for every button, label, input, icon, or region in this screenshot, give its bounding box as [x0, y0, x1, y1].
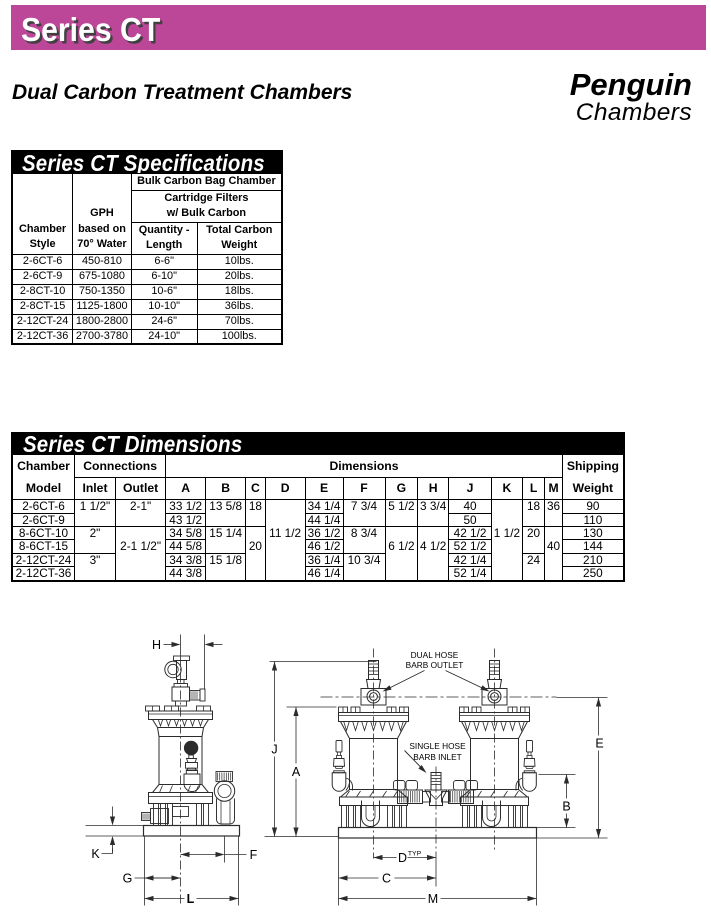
- svg-text:K: K: [91, 847, 100, 861]
- svg-text:C: C: [382, 872, 391, 886]
- svg-text:G: G: [123, 872, 133, 886]
- svg-text:BARB OUTLET: BARB OUTLET: [406, 660, 464, 670]
- svg-text:H: H: [152, 638, 161, 652]
- svg-text:M: M: [428, 892, 438, 906]
- svg-text:J: J: [271, 743, 277, 757]
- svg-text:TYP: TYP: [408, 851, 422, 858]
- svg-text:D: D: [398, 851, 407, 865]
- svg-text:BARB INLET: BARB INLET: [413, 752, 461, 762]
- svg-text:SINGLE HOSE: SINGLE HOSE: [409, 741, 466, 751]
- svg-text:B: B: [562, 800, 570, 814]
- svg-text:F: F: [250, 848, 258, 862]
- svg-text:DUAL HOSE: DUAL HOSE: [411, 650, 459, 660]
- svg-text:E: E: [595, 737, 603, 751]
- svg-text:A: A: [292, 765, 301, 779]
- svg-text:L: L: [187, 892, 195, 906]
